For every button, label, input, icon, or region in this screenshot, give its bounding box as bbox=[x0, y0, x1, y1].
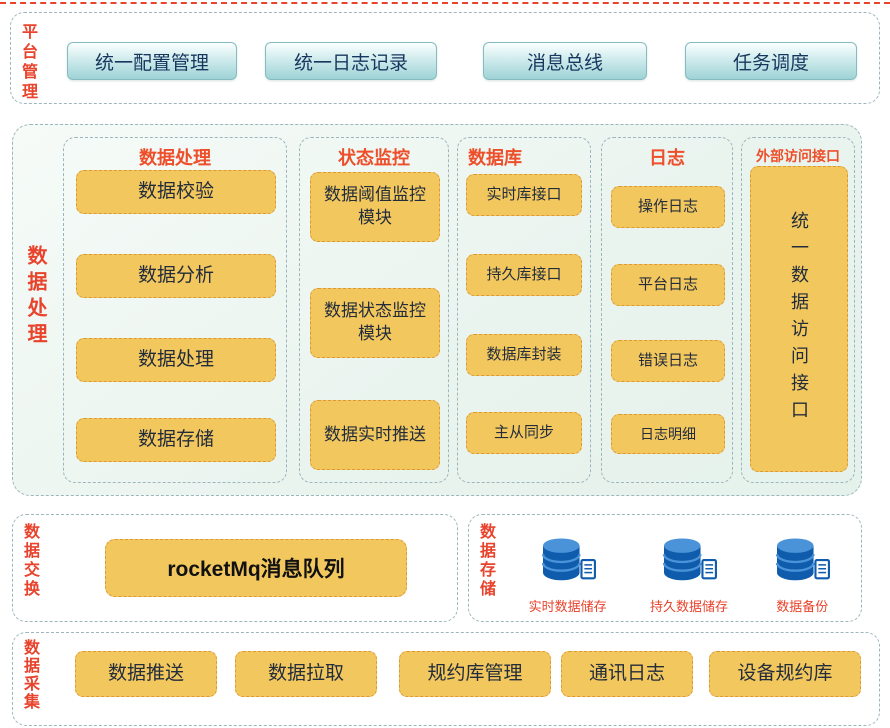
rocketmq-queue-box: rocketMq消息队列 bbox=[105, 539, 407, 597]
database-icon bbox=[771, 537, 833, 592]
box-error-log: 错误日志 bbox=[611, 340, 725, 382]
box-data-storage: 数据存储 bbox=[76, 418, 276, 462]
group-database: 数据库 实时库接口 持久库接口 数据库封装 主从同步 bbox=[457, 137, 591, 483]
platform-item-task-scheduling: 任务调度 bbox=[685, 42, 857, 80]
storage-caption-backup: 数据备份 bbox=[776, 599, 829, 614]
storage-items: 实时数据储存 持久数据储存 bbox=[507, 523, 855, 615]
data-processing-panel-label: 数据处理 bbox=[24, 245, 46, 349]
storage-caption-persistent: 持久数据储存 bbox=[649, 599, 728, 614]
box-master-slave-sync: 主从同步 bbox=[466, 412, 582, 454]
group-data-processing: 数据处理 数据校验 数据分析 数据处理 数据存储 bbox=[63, 137, 287, 483]
box-data-processing: 数据处理 bbox=[76, 338, 276, 382]
group-logs: 日志 操作日志 平台日志 错误日志 日志明细 bbox=[601, 137, 733, 483]
box-threshold-monitor: 数据阈值监控模块 bbox=[310, 172, 440, 242]
box-unified-data-access-interface: 统一数据访问接口 bbox=[750, 166, 848, 472]
storage-item-persistent: 持久数据储存 bbox=[650, 537, 728, 615]
data-storage-panel: 数据存储 实时数据储存 bbox=[468, 514, 862, 622]
data-processing-panel: 数据处理 数据处理 数据校验 数据分析 数据处理 数据存储 状态监控 数据阈值监… bbox=[12, 124, 862, 496]
data-exchange-panel-label: 数据交换 bbox=[21, 523, 38, 599]
box-data-analysis: 数据分析 bbox=[76, 254, 276, 298]
box-operation-log: 操作日志 bbox=[611, 186, 725, 228]
box-db-wrapper: 数据库封装 bbox=[466, 334, 582, 376]
group-status-monitoring-title: 状态监控 bbox=[338, 148, 410, 168]
platform-management-panel: 平台管理 统一配置管理 统一日志记录 消息总线 任务调度 bbox=[10, 12, 880, 104]
box-state-monitor: 数据状态监控模块 bbox=[310, 288, 440, 358]
box-data-validation: 数据校验 bbox=[76, 170, 276, 214]
group-status-monitoring: 状态监控 数据阈值监控模块 数据状态监控模块 数据实时推送 bbox=[299, 137, 449, 483]
box-persistent-db-interface: 持久库接口 bbox=[466, 254, 582, 296]
box-communication-log: 通讯日志 bbox=[561, 651, 693, 697]
group-data-processing-title: 数据处理 bbox=[139, 148, 211, 168]
box-device-protocol-lib: 设备规约库 bbox=[709, 651, 861, 697]
box-log-detail: 日志明细 bbox=[611, 414, 725, 454]
box-data-push: 数据推送 bbox=[75, 651, 217, 697]
data-collection-panel: 数据采集 数据推送 数据拉取 规约库管理 通讯日志 设备规约库 bbox=[12, 632, 880, 726]
box-platform-log: 平台日志 bbox=[611, 264, 725, 306]
data-collection-panel-label: 数据采集 bbox=[21, 639, 38, 711]
group-logs-title: 日志 bbox=[649, 148, 685, 168]
box-realtime-db-interface: 实时库接口 bbox=[466, 174, 582, 216]
platform-item-logging: 统一日志记录 bbox=[265, 42, 437, 80]
data-storage-panel-label: 数据存储 bbox=[477, 523, 494, 599]
group-database-title: 数据库 bbox=[468, 148, 522, 168]
box-protocol-lib-management: 规约库管理 bbox=[399, 651, 551, 697]
box-data-pull: 数据拉取 bbox=[235, 651, 377, 697]
group-external-access: 外部访问接口 统一数据访问接口 bbox=[741, 137, 855, 483]
platform-item-config: 统一配置管理 bbox=[67, 42, 237, 80]
platform-panel-label: 平台管理 bbox=[19, 23, 36, 103]
database-icon bbox=[658, 537, 720, 592]
storage-item-backup: 数据备份 bbox=[771, 537, 833, 615]
group-external-access-title: 外部访问接口 bbox=[756, 148, 840, 164]
database-icon bbox=[537, 537, 599, 592]
platform-item-message-bus: 消息总线 bbox=[483, 42, 647, 80]
data-exchange-panel: 数据交换 rocketMq消息队列 bbox=[12, 514, 458, 622]
storage-item-realtime: 实时数据储存 bbox=[529, 537, 607, 615]
storage-caption-realtime: 实时数据储存 bbox=[528, 599, 607, 614]
box-realtime-push: 数据实时推送 bbox=[310, 400, 440, 470]
top-boundary-dashed-line bbox=[0, 2, 890, 4]
